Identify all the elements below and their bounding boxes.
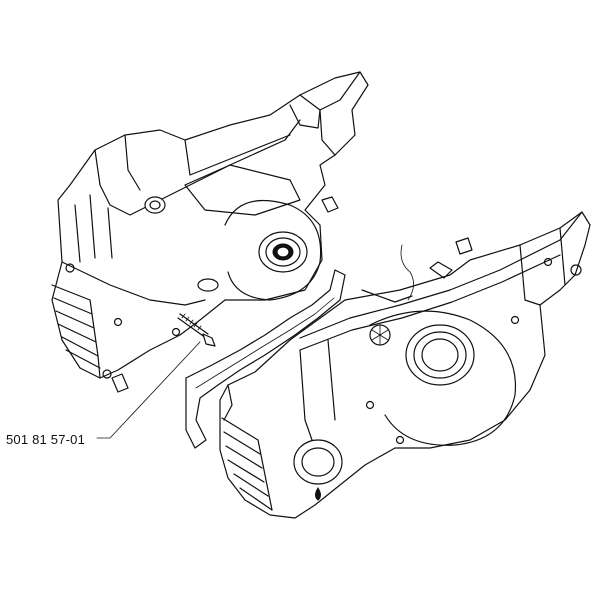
part-number-label: 501 81 57-01 (6, 432, 86, 447)
gasket (185, 269, 346, 449)
callout-leader-line (96, 341, 201, 439)
left-crankcase-half (51, 71, 369, 393)
screw-part (177, 313, 216, 347)
right-crankcase-half (219, 211, 591, 519)
